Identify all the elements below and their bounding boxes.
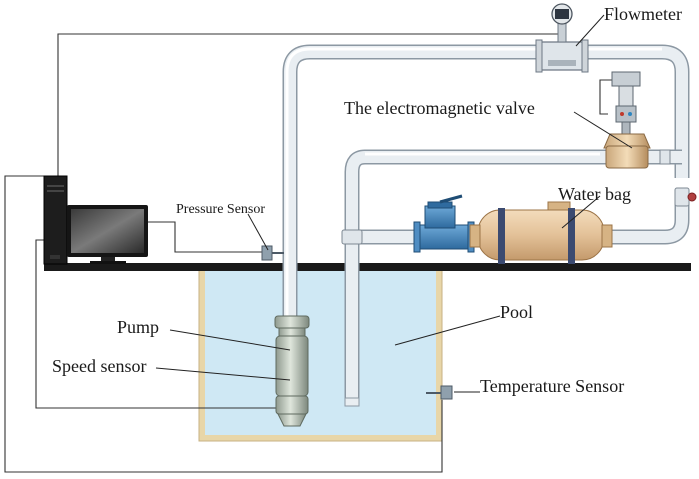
pool — [198, 267, 443, 442]
label-pump: Pump — [117, 317, 159, 337]
water-bag — [469, 201, 613, 264]
blue-valve — [413, 194, 475, 253]
computer-tower-icon — [43, 175, 68, 265]
label-speed-sensor: Speed sensor — [52, 356, 146, 376]
label-flowmeter: Flowmeter — [604, 4, 682, 24]
temperature-sensor — [426, 385, 453, 400]
leader-lines — [155, 14, 633, 393]
label-water-bag: Water bag — [558, 184, 631, 204]
pipe-network — [282, 44, 690, 407]
electromagnetic-valve — [603, 71, 651, 169]
label-pool: Pool — [500, 302, 533, 322]
pipe-joints — [341, 149, 697, 245]
label-pressure-sensor: Pressure Sensor — [176, 202, 265, 217]
pressure-sensor — [261, 245, 284, 261]
ground-line — [44, 263, 691, 271]
label-electromagnetic-valve: The electromagnetic valve — [344, 98, 535, 118]
flowmeter — [535, 3, 589, 73]
monitor-icon — [67, 205, 148, 264]
label-temperature-sensor: Temperature Sensor — [480, 376, 624, 396]
pump — [274, 315, 310, 427]
